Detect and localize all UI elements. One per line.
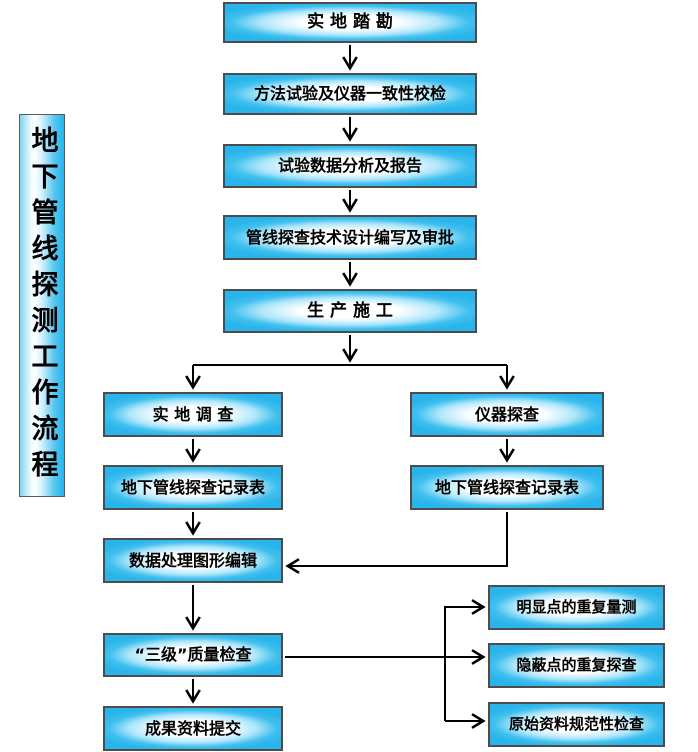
node-label: 管线探查技术设计编写及审批 xyxy=(245,227,454,247)
node-label: 明显点的重复量测 xyxy=(516,598,637,616)
node-label: “三级”质量检查 xyxy=(134,645,252,664)
node-label: 实 地 踏 勘 xyxy=(307,12,393,32)
node-obvious-points-repeat-measure: 明显点的重复量测 xyxy=(488,585,665,630)
node-label: 成果资料提交 xyxy=(144,718,241,738)
node-test-data-analysis-report: 试验数据分析及报告 xyxy=(223,144,477,188)
node-technical-design-approval: 管线探查技术设计编写及审批 xyxy=(223,215,477,260)
node-label: 试验数据分析及报告 xyxy=(277,156,422,175)
node-pipeline-record-sheet-left: 地下管线探查记录表 xyxy=(103,465,283,510)
node-field-investigation: 实 地 调 查 xyxy=(103,392,283,437)
node-field-reconnaissance: 实 地 踏 勘 xyxy=(223,2,477,43)
node-label: 原始资料规范性检查 xyxy=(508,715,644,733)
workflow-title: 地下管线探测工作流程 xyxy=(26,125,58,486)
node-method-test-instrument-check: 方法试验及仪器一致性校检 xyxy=(223,73,477,115)
node-label: 隐蔽点的重复探查 xyxy=(516,656,637,674)
node-instrument-exploration: 仪器探查 xyxy=(410,392,604,437)
node-original-data-standard-check: 原始资料规范性检查 xyxy=(488,702,665,747)
node-label: 实 地 调 查 xyxy=(152,404,234,424)
node-production-construction: 生 产 施 工 xyxy=(223,289,477,333)
node-label: 方法试验及仪器一致性校检 xyxy=(253,84,446,103)
node-label: 地下管线探查记录表 xyxy=(120,477,265,497)
node-label: 仪器探查 xyxy=(474,404,539,424)
node-label: 地下管线探查记录表 xyxy=(434,477,579,497)
node-pipeline-record-sheet-right: 地下管线探查记录表 xyxy=(410,465,604,510)
workflow-title-strip: 地下管线探测工作流程 xyxy=(19,114,65,497)
node-label: 数据处理图形编辑 xyxy=(128,550,257,570)
node-label: 生 产 施 工 xyxy=(307,300,393,321)
node-hidden-points-repeat-exploration: 隐蔽点的重复探查 xyxy=(488,643,665,688)
node-data-processing-graphic-editing: 数据处理图形编辑 xyxy=(103,538,283,583)
node-results-submission: 成果资料提交 xyxy=(103,706,283,751)
node-three-level-quality-check: “三级”质量检查 xyxy=(103,633,283,677)
